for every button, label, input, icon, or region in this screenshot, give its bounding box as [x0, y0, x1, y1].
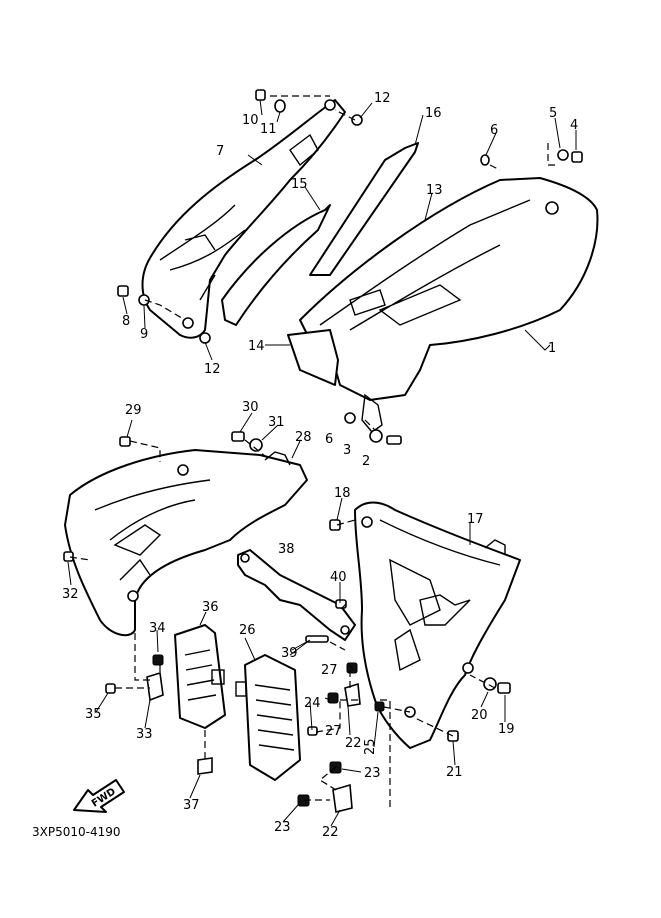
callout-1: 1	[548, 341, 556, 356]
callout-6b: 6	[325, 432, 333, 447]
callout-38: 38	[278, 542, 295, 557]
callout-26: 26	[239, 623, 256, 638]
fwd-arrow-icon: FWD	[73, 779, 125, 813]
callout-18: 18	[334, 486, 351, 501]
callout-3: 3	[343, 443, 351, 458]
callout-22a: 22	[345, 736, 362, 751]
callout-33: 33	[136, 727, 153, 742]
callout-31: 31	[268, 415, 285, 430]
callout-23b: 23	[274, 820, 291, 835]
callout-13: 13	[426, 183, 443, 198]
callout-12a: 12	[374, 91, 391, 106]
callout-27b: 27	[325, 724, 342, 739]
callout-32: 32	[62, 587, 79, 602]
callout-9: 9	[140, 327, 148, 342]
callout-10: 10	[242, 113, 259, 128]
callout-20: 20	[471, 708, 488, 723]
callout-21: 21	[446, 765, 463, 780]
callout-24: 24	[304, 696, 321, 711]
callout-12b: 12	[204, 362, 221, 377]
side-cover-right-part	[287, 177, 599, 433]
shroud-right-part	[354, 501, 521, 749]
callout-14: 14	[248, 339, 265, 354]
callout-27a: 27	[321, 663, 338, 678]
callout-8: 8	[122, 314, 130, 329]
upper-hardware	[117, 89, 583, 445]
lower-hardware	[63, 431, 511, 813]
callout-19: 19	[498, 722, 515, 737]
callout-28: 28	[295, 430, 312, 445]
callout-labels: 1 2 3 4 5 6 6 7 8 9 10 11 12 12 13 14 15…	[62, 91, 578, 840]
radiator-guard-right-part	[235, 654, 301, 781]
callout-34: 34	[149, 621, 166, 636]
callout-6a: 6	[490, 123, 498, 138]
callout-30: 30	[242, 400, 259, 415]
callout-35: 35	[85, 707, 102, 722]
catalog-code: 3XP5010-4190	[32, 825, 121, 839]
callout-22b: 22	[322, 825, 339, 840]
side-cover-left-part	[141, 99, 346, 339]
radiator-guard-left-part	[174, 624, 226, 729]
callout-40: 40	[330, 570, 347, 585]
trim-panel-part	[221, 204, 331, 326]
callout-36: 36	[202, 600, 219, 615]
trim-strip-upper-part	[309, 142, 419, 276]
bracket-part	[237, 549, 356, 641]
callout-7: 7	[216, 144, 224, 159]
callout-23a: 23	[364, 766, 381, 781]
callout-5: 5	[549, 106, 557, 121]
shroud-left-part	[64, 449, 308, 637]
callout-16: 16	[425, 106, 442, 121]
callout-39: 39	[281, 646, 298, 661]
callout-4: 4	[570, 118, 578, 133]
callout-25: 25	[363, 738, 378, 755]
callout-2: 2	[362, 454, 370, 469]
callout-29: 29	[125, 403, 142, 418]
callout-17: 17	[467, 512, 484, 527]
callout-15: 15	[291, 177, 308, 192]
leader-lines	[67, 99, 577, 827]
callout-37: 37	[183, 798, 200, 813]
callout-11: 11	[260, 122, 277, 137]
